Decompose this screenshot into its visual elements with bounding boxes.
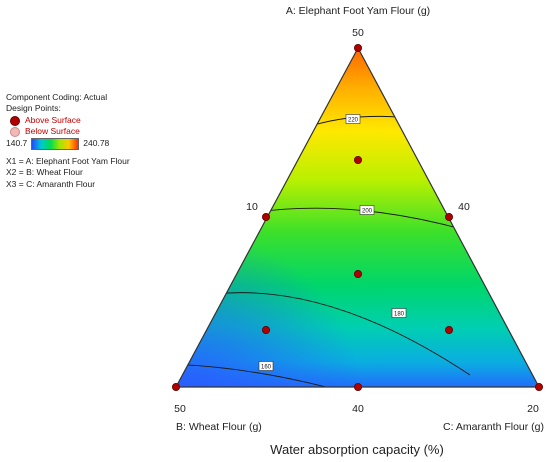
design-point xyxy=(353,382,362,391)
contour-label-box xyxy=(359,205,375,215)
contour-line xyxy=(249,207,466,231)
contour-label-box xyxy=(391,308,407,318)
tick-bottom-right: 20 xyxy=(527,403,539,415)
design-point xyxy=(353,269,362,278)
legend: Component Coding: Actual Design Points: … xyxy=(6,92,130,190)
contour-label: 220 xyxy=(348,117,359,123)
legend-coding: Component Coding: Actual xyxy=(6,92,108,102)
design-point xyxy=(353,44,362,53)
color-scale-min: 140.7 xyxy=(6,138,28,149)
legend-color-scale: 140.7 240.78 xyxy=(6,137,130,150)
tick-apex: 50 xyxy=(352,27,364,39)
axis-label-c: C: Amaranth Flour (g) xyxy=(443,421,544,433)
legend-x2: X2 = B: Wheat Flour xyxy=(6,167,83,178)
color-scale-max: 240.78 xyxy=(83,138,110,149)
design-point xyxy=(261,325,270,334)
design-point xyxy=(171,382,180,391)
contour-labels: 160 180 200 220 xyxy=(258,114,407,371)
tick-bottom-mid: 40 xyxy=(352,403,364,415)
legend-design-points: Design Points: xyxy=(6,103,61,114)
contour-line xyxy=(214,292,471,376)
contour-label-box xyxy=(258,361,274,371)
axis-label-a: A: Elephant Foot Yam Flour (g) xyxy=(286,5,430,17)
below-surface-dot-icon xyxy=(10,127,20,138)
contour-label: 200 xyxy=(362,208,373,214)
above-surface-dot-icon xyxy=(10,115,20,126)
chart-title: Water absorption capacity (%) xyxy=(270,442,444,457)
tick-bottom-left: 50 xyxy=(174,403,186,415)
legend-below-label: Below Surface xyxy=(25,126,80,137)
contour-label: 180 xyxy=(394,311,405,317)
design-point xyxy=(261,212,270,221)
legend-above-label: Above Surface xyxy=(25,114,81,125)
legend-above: Above Surface xyxy=(6,115,130,126)
design-point xyxy=(444,325,453,334)
design-point xyxy=(444,212,453,221)
contour-label-box xyxy=(345,114,361,124)
tick-right-edge: 40 xyxy=(458,201,470,213)
design-point xyxy=(353,155,362,164)
tick-left-edge: 10 xyxy=(246,201,258,213)
legend-below: Below Surface xyxy=(6,126,130,138)
contour-label: 160 xyxy=(261,364,272,370)
legend-x1: X1 = A: Elephant Foot Yam Flour xyxy=(6,155,130,166)
legend-x3: X3 = C: Amaranth Flour xyxy=(6,178,96,189)
design-point xyxy=(535,382,544,391)
surface-shading xyxy=(176,48,539,387)
color-scale-bar xyxy=(31,137,80,150)
design-points xyxy=(171,44,544,391)
axis-label-b: B: Wheat Flour (g) xyxy=(176,421,262,433)
